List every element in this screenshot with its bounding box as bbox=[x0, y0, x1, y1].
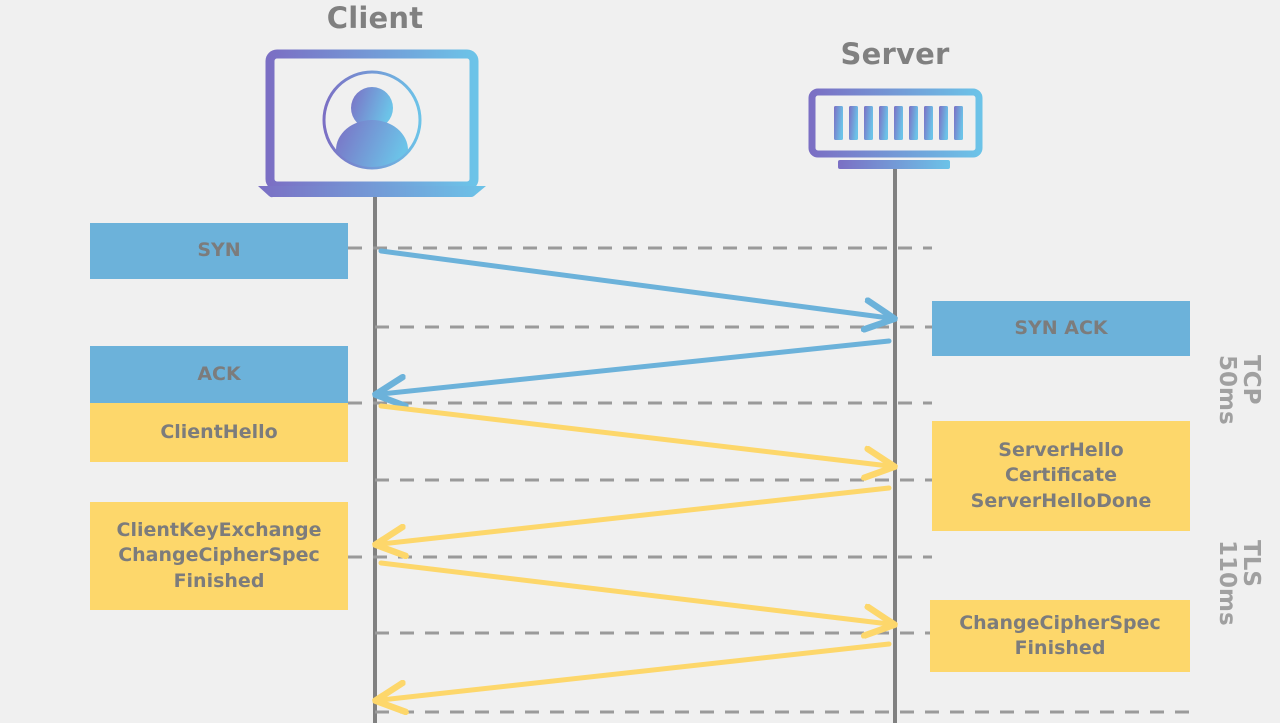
message-label-multiline: ClientKeyExchange ChangeCipherSpec Finis… bbox=[96, 518, 342, 593]
message-box-client-hello[interactable]: ClientHello bbox=[90, 403, 348, 462]
message-line: Finished bbox=[173, 569, 265, 592]
message-label: ClientHello bbox=[160, 420, 278, 443]
message-label-multiline: ServerHello Certificate ServerHelloDone bbox=[938, 438, 1184, 513]
server-rack-icon bbox=[808, 88, 983, 169]
message-box-syn[interactable]: SYN bbox=[90, 223, 348, 279]
phase-label-tcp-duration: 50ms bbox=[1214, 355, 1240, 425]
server-title: Server bbox=[840, 37, 950, 71]
message-label-multiline: ChangeCipherSpec Finished bbox=[936, 611, 1184, 661]
phase-label-tls-duration: 110ms bbox=[1214, 540, 1240, 626]
message-line: Certificate bbox=[1005, 464, 1117, 487]
message-line: ChangeCipherSpec bbox=[118, 544, 320, 567]
message-box-server-hello[interactable]: ServerHello Certificate ServerHelloDone bbox=[932, 421, 1190, 531]
message-box-syn-ack[interactable]: SYN ACK bbox=[932, 301, 1190, 356]
message-box-server-change-cipher-spec[interactable]: ChangeCipherSpec Finished bbox=[930, 600, 1190, 672]
message-box-client-key-exchange[interactable]: ClientKeyExchange ChangeCipherSpec Finis… bbox=[90, 502, 348, 610]
laptop-user-icon bbox=[258, 49, 486, 198]
arrow-client-key-exchange bbox=[378, 560, 889, 624]
message-line: ServerHello bbox=[998, 439, 1124, 462]
message-line: ServerHelloDone bbox=[970, 489, 1152, 512]
arrow-client-hello bbox=[378, 403, 889, 466]
arrow-syn-ack bbox=[381, 338, 892, 394]
arrow-syn bbox=[378, 248, 889, 318]
message-label: ACK bbox=[197, 362, 241, 385]
message-label: SYN bbox=[197, 239, 241, 262]
phase-label-tcp-protocol: TCP bbox=[1238, 355, 1264, 405]
phase-label-tls-protocol: TLS bbox=[1238, 540, 1264, 587]
arrow-server-finished bbox=[381, 641, 892, 700]
message-line: Finished bbox=[1014, 637, 1106, 659]
message-line: ClientKeyExchange bbox=[116, 519, 322, 542]
message-line: ChangeCipherSpec bbox=[959, 611, 1161, 634]
client-title: Client bbox=[326, 1, 424, 35]
arrow-server-hello bbox=[381, 485, 892, 544]
message-label: SYN ACK bbox=[1014, 316, 1108, 339]
message-box-ack[interactable]: ACK bbox=[90, 346, 348, 403]
